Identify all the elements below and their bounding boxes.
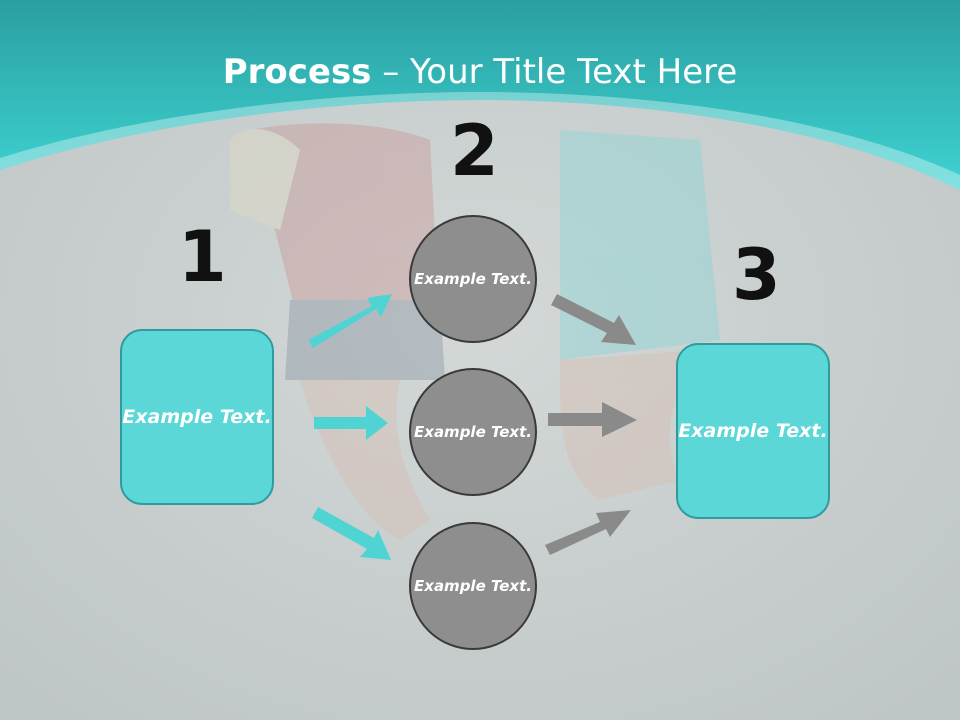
circle-top-text: Example Text.	[414, 269, 532, 288]
teal-arrow-right-icon	[314, 406, 388, 440]
step-number-2: 2	[450, 110, 499, 192]
gray-arrow-right-icon	[548, 402, 637, 437]
gray-arrow-down-icon	[551, 294, 636, 345]
step-number-3: 3	[732, 234, 781, 316]
circle-top: Example Text.	[409, 215, 537, 343]
gray-arrow-up-icon	[545, 510, 631, 555]
title-rest: – Your Title Text Here	[371, 52, 738, 92]
step-3-text: Example Text.	[678, 419, 828, 442]
circle-middle-text: Example Text.	[414, 422, 532, 441]
slide-title: Process – Your Title Text Here	[0, 52, 960, 92]
circle-bottom: Example Text.	[409, 522, 537, 650]
teal-arrow-up-icon	[308, 294, 392, 348]
teal-arrow-down-icon	[312, 507, 391, 560]
background-photo	[230, 123, 720, 540]
title-bold: Process	[222, 52, 372, 92]
circle-bottom-text: Example Text.	[414, 576, 532, 595]
step-1-text: Example Text.	[122, 405, 272, 428]
step-number-1: 1	[178, 216, 227, 298]
step-3-box: Example Text.	[676, 343, 830, 519]
step-1-box: Example Text.	[120, 329, 274, 505]
circle-middle: Example Text.	[409, 368, 537, 496]
